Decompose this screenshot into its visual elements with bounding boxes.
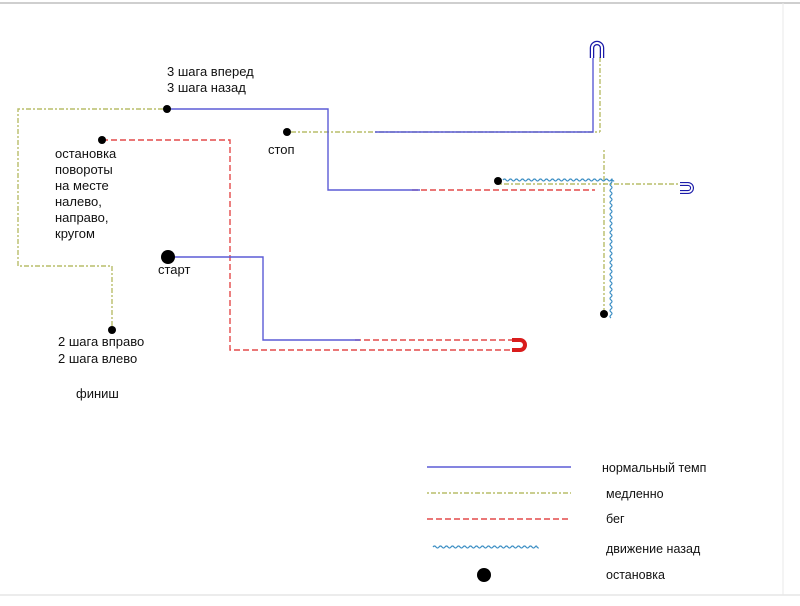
legend: нормальный темп медленно бег движение на… bbox=[427, 461, 706, 582]
label-stop-turns-4: налево, bbox=[55, 194, 102, 209]
label-stop-turns-5: направо, bbox=[55, 210, 109, 225]
label-stop: стоп bbox=[268, 142, 295, 157]
u-turn-icon bbox=[589, 40, 605, 58]
stop-dot bbox=[98, 136, 106, 144]
normal-path-right bbox=[375, 55, 594, 133]
legend-normal-label: нормальный темп bbox=[602, 461, 706, 475]
label-stop-turns-3: на месте bbox=[55, 178, 109, 193]
legend-stop-label: остановка bbox=[606, 568, 665, 582]
label-stop-turns-2: повороты bbox=[55, 162, 113, 177]
label-three-steps-back: 3 шага назад bbox=[167, 80, 246, 95]
legend-stop-swatch bbox=[477, 568, 491, 582]
stop-dot bbox=[494, 177, 502, 185]
start-dot bbox=[161, 250, 175, 264]
stop-dot bbox=[163, 105, 171, 113]
run-path-main bbox=[102, 139, 513, 351]
legend-run-label: бег bbox=[606, 512, 625, 526]
stop-dot bbox=[600, 310, 608, 318]
slow-path-left-loop bbox=[17, 108, 167, 330]
stop-dot bbox=[283, 128, 291, 136]
backward-path-horizontal bbox=[502, 178, 615, 182]
slow-path-upper-right bbox=[287, 55, 601, 133]
label-two-steps-right: 2 шага вправо bbox=[58, 334, 144, 349]
legend-back-swatch bbox=[432, 545, 539, 549]
label-three-steps-forward: 3 шага вперед bbox=[167, 64, 254, 79]
u-turn-icon bbox=[680, 182, 694, 194]
backward-path-vertical bbox=[609, 179, 613, 319]
normal-path-start bbox=[168, 256, 360, 341]
label-finish: финиш bbox=[76, 386, 119, 401]
label-start: старт bbox=[158, 262, 190, 277]
legend-back-label: движение назад bbox=[606, 542, 701, 556]
legend-slow-label: медленно bbox=[606, 487, 664, 501]
stop-dot bbox=[108, 326, 116, 334]
normal-path-upper bbox=[167, 108, 420, 191]
label-two-steps-left: 2 шага влево bbox=[58, 351, 137, 366]
label-stop-turns-1: остановка bbox=[55, 146, 117, 161]
label-stop-turns-6: кругом bbox=[55, 226, 95, 241]
u-turn-icon bbox=[512, 338, 527, 352]
